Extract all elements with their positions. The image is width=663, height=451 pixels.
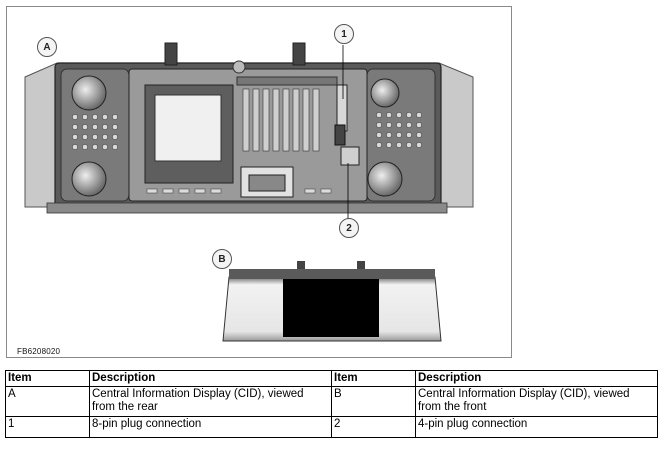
callout-2: 2 — [339, 218, 359, 238]
cell-item: 2 — [331, 416, 416, 438]
figure-code: FB6208020 — [17, 347, 61, 356]
cid-front-view — [222, 261, 442, 342]
header-item: Item — [331, 370, 416, 387]
cell-description: 4-pin plug connection — [415, 416, 658, 438]
cell-description: Central Information Display (CID), viewe… — [89, 386, 332, 417]
cell-item: A — [5, 386, 90, 417]
legend-header-row: Item Description Item Description — [5, 370, 658, 387]
cid-illustration — [24, 42, 474, 342]
table-row: A Central Information Display (CID), vie… — [5, 386, 658, 417]
cid-screen — [283, 279, 379, 337]
view-b-label: B — [212, 249, 232, 269]
cell-item: B — [331, 386, 416, 417]
cell-item: 1 — [5, 416, 90, 438]
figure-frame: A 1 2 B FB6208020 — [6, 6, 512, 358]
cell-description: Central Information Display (CID), viewe… — [415, 386, 658, 417]
header-description: Description — [415, 370, 658, 387]
header-description: Description — [89, 370, 332, 387]
header-item: Item — [5, 370, 90, 387]
cid-rear-view — [24, 42, 474, 223]
table-row: 1 8-pin plug connection 2 4-pin plug con… — [5, 416, 658, 438]
view-a-label: A — [37, 37, 57, 57]
callout-1: 1 — [334, 24, 354, 44]
cell-description: 8-pin plug connection — [89, 416, 332, 438]
legend-table: Item Description Item Description A Cent… — [5, 370, 658, 438]
